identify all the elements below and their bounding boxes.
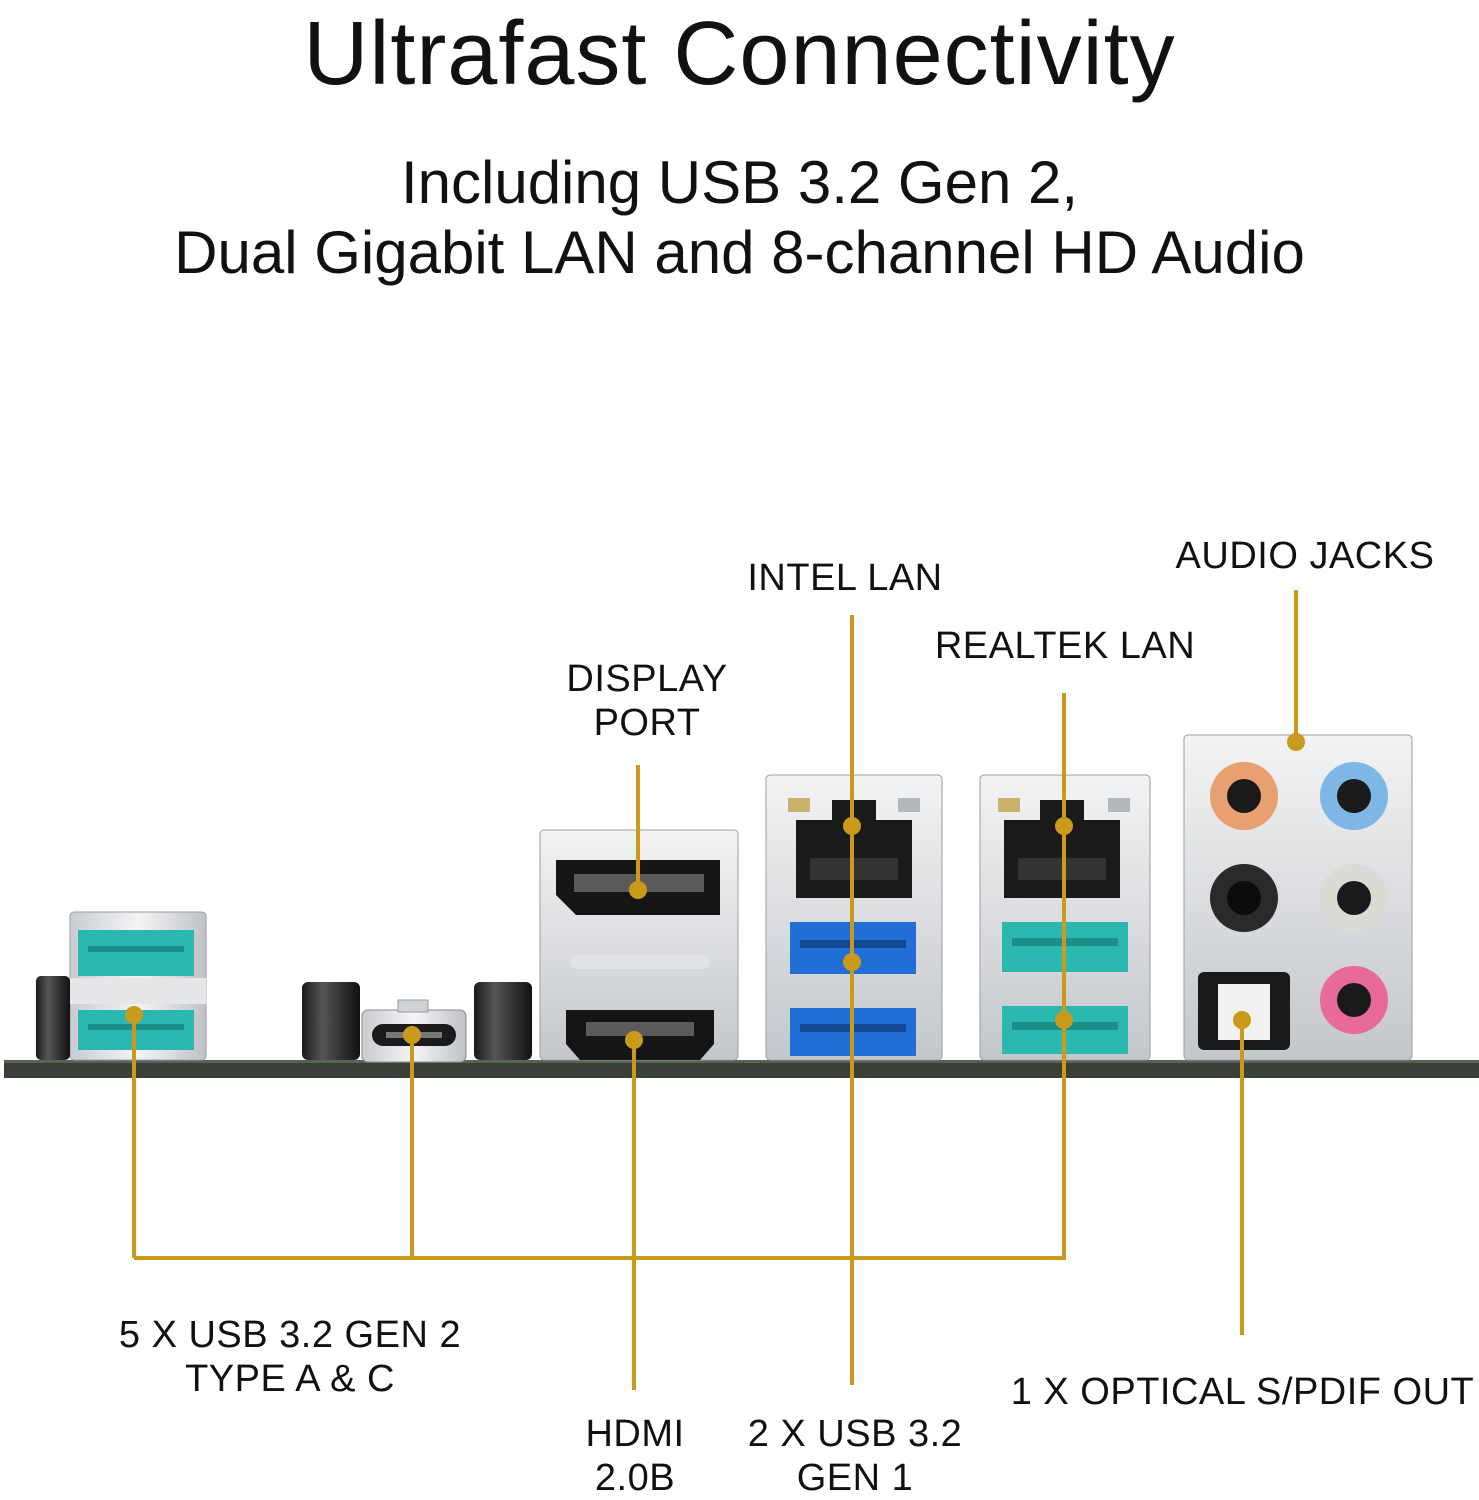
usb-gen2-stack-left — [69, 911, 207, 1061]
page-subtitle: Including USB 3.2 Gen 2, Dual Gigabit LA… — [0, 148, 1479, 288]
leader-dots — [125, 733, 1305, 1049]
label-display-port-line-2: PORT — [593, 702, 701, 744]
label-usb-gen1-line-2: GEN 1 — [796, 1457, 914, 1499]
label-hdmi-line-2: 2.0B — [594, 1457, 676, 1499]
label-hdmi: HDMI 2.0B — [540, 1412, 730, 1500]
jack-pink — [1320, 966, 1388, 1034]
subtitle-line-1: Including USB 3.2 Gen 2, — [400, 149, 1079, 216]
label-optical-spdif: 1 X OPTICAL S/PDIF OUT — [1010, 1371, 1475, 1413]
jack-black — [1210, 864, 1278, 932]
label-display-port-line-1: DISPLAY — [566, 658, 728, 700]
audio-jacks-block — [1183, 734, 1413, 1061]
pcb-board — [4, 1060, 1479, 1078]
label-usb-gen2: 5 X USB 3.2 GEN 2 TYPE A & C — [100, 1313, 480, 1401]
label-audio-jacks: AUDIO JACKS — [1175, 535, 1435, 577]
label-usb-gen1-line-1: 2 X USB 3.2 — [747, 1413, 963, 1455]
label-display-port: DISPLAY PORT — [520, 657, 774, 745]
label-usb-gen2-line-1: 5 X USB 3.2 GEN 2 — [118, 1314, 462, 1356]
label-usb-gen1: 2 X USB 3.2 GEN 1 — [720, 1412, 990, 1500]
label-usb-gen2-line-2: TYPE A & C — [185, 1358, 395, 1400]
label-hdmi-line-1: HDMI — [585, 1413, 685, 1455]
label-realtek-lan: REALTEK LAN — [934, 625, 1196, 667]
page-title: Ultrafast Connectivity — [303, 4, 1176, 104]
jack-blue — [1320, 762, 1388, 830]
subtitle-line-2: Dual Gigabit LAN and 8-channel HD Audio — [174, 219, 1305, 286]
label-intel-lan: INTEL LAN — [747, 557, 943, 599]
jack-orange — [1210, 762, 1278, 830]
jack-grey — [1320, 864, 1388, 932]
leader-lines — [132, 590, 1298, 1390]
